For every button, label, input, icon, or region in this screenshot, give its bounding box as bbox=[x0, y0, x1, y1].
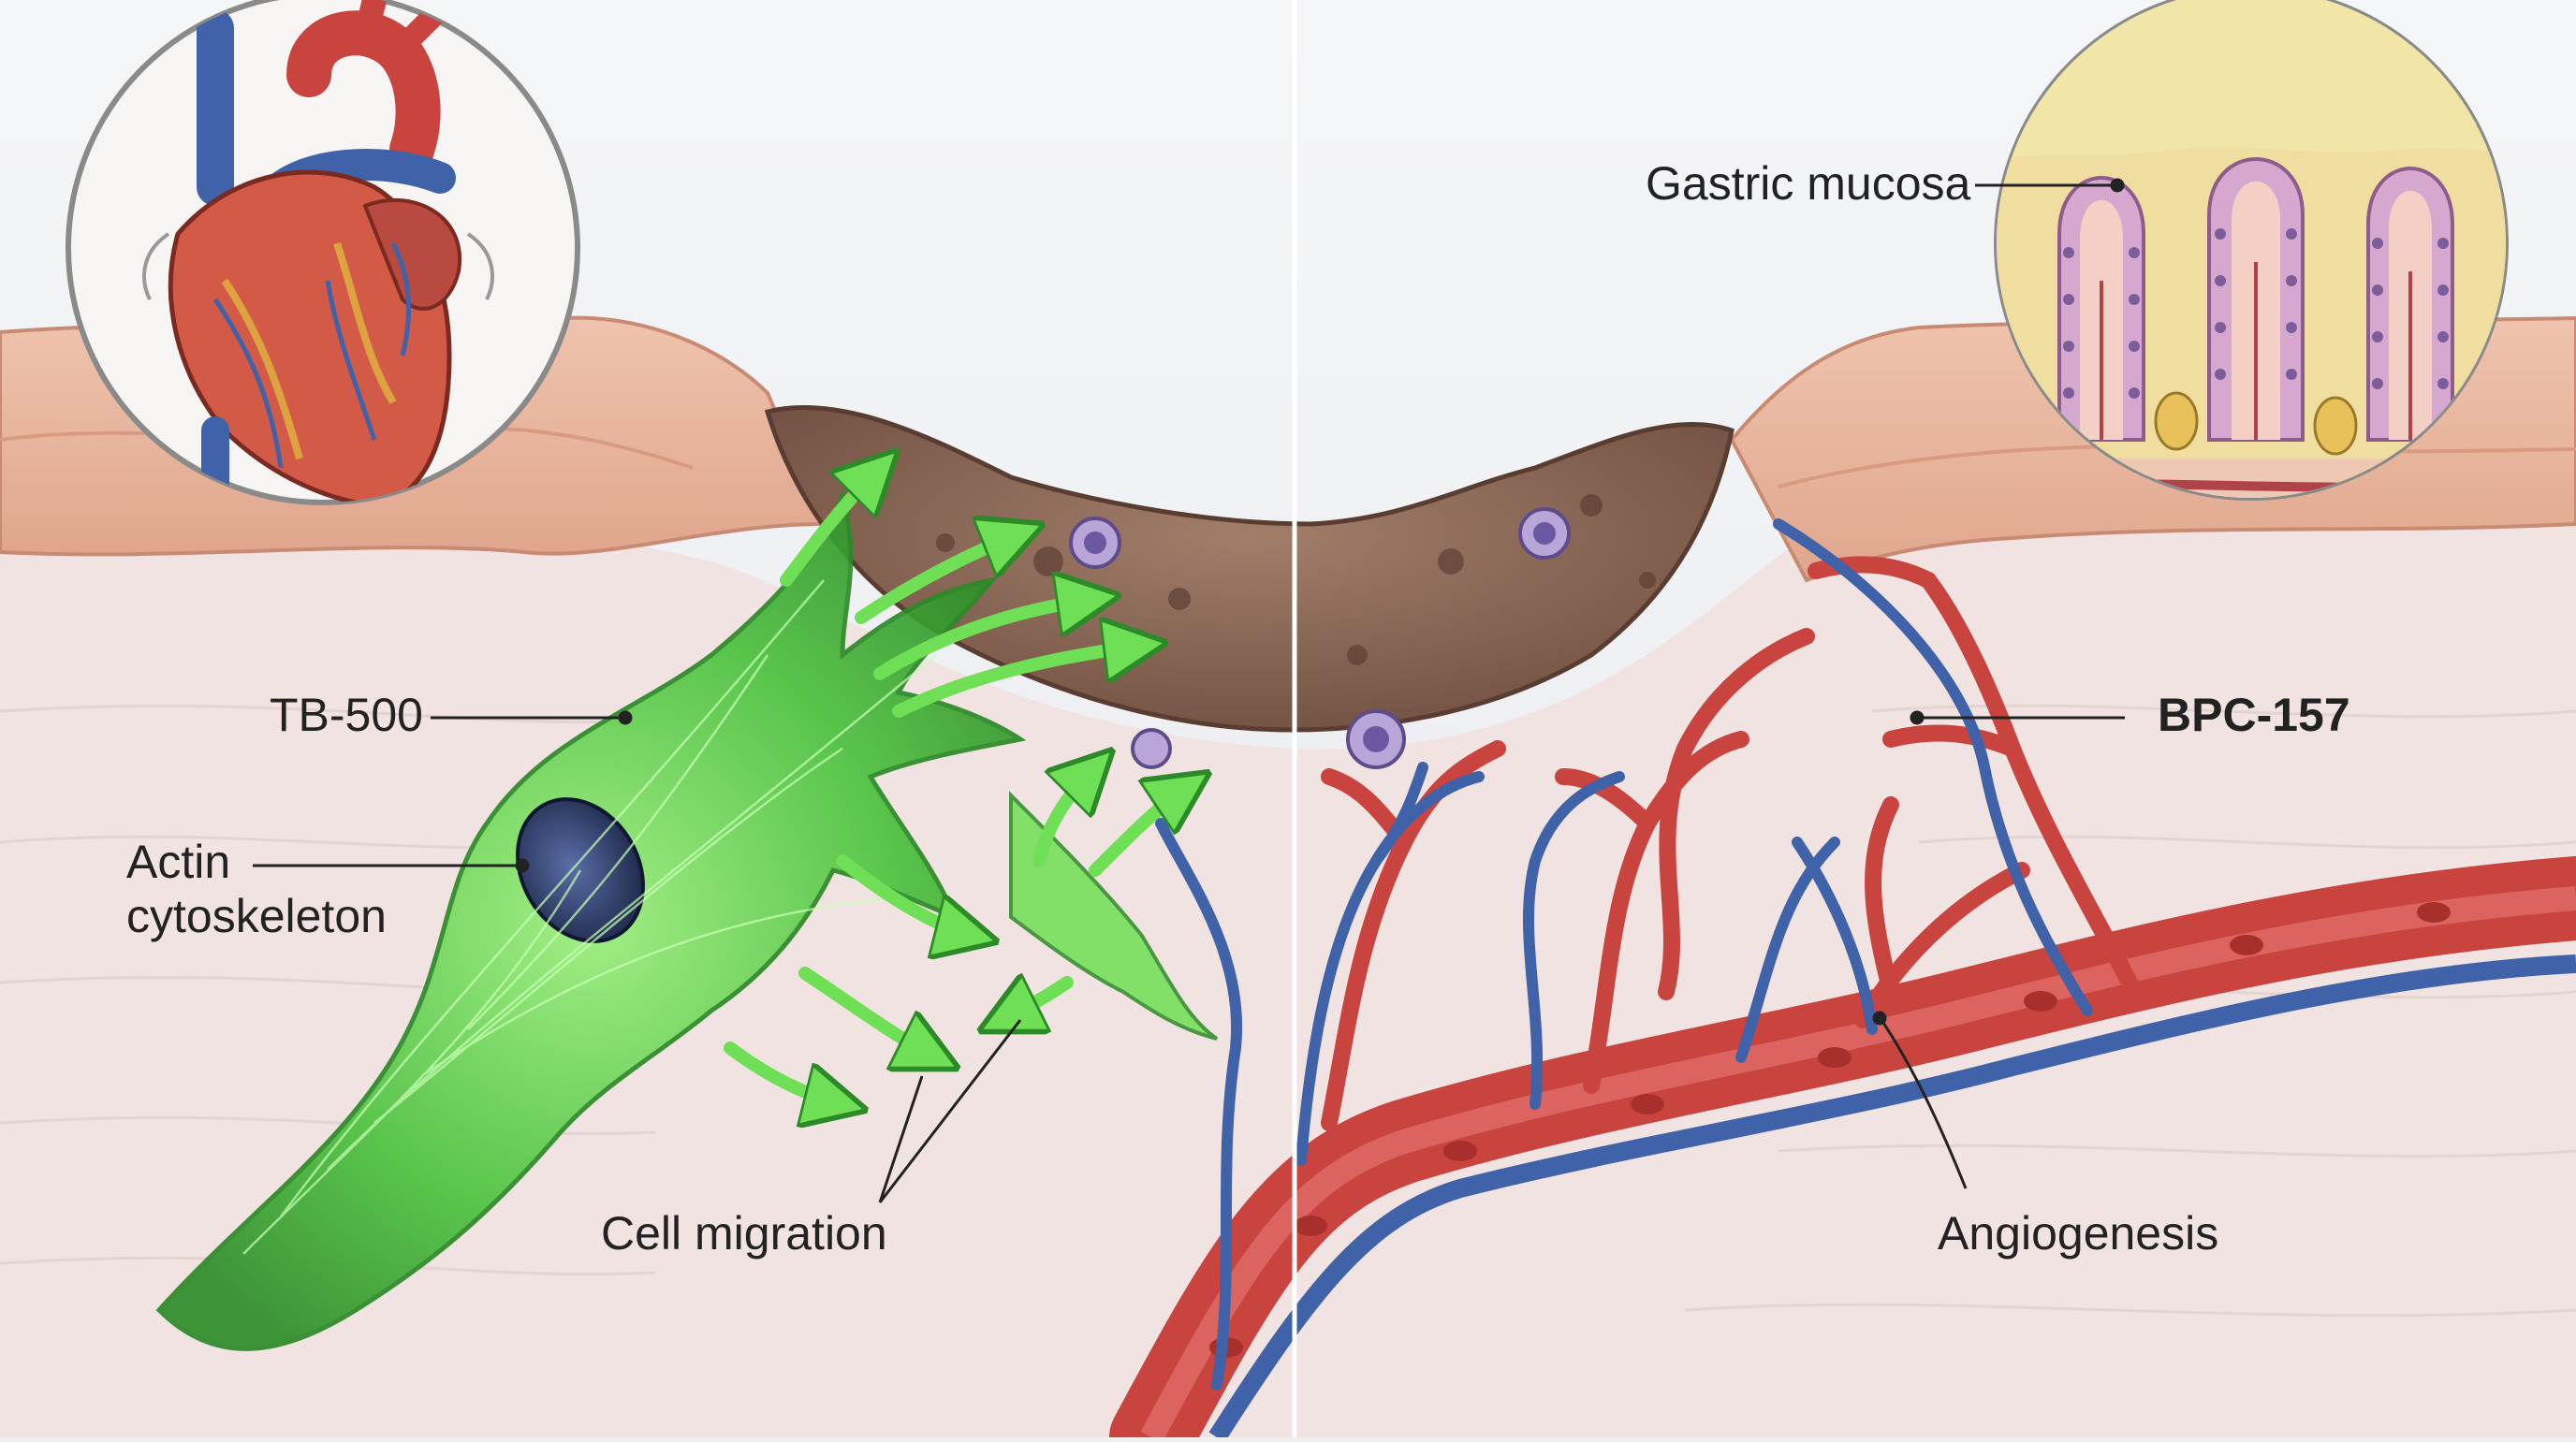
fibroblast-cell-icon bbox=[155, 488, 1219, 1351]
vein bbox=[1208, 954, 2576, 1442]
red-blood-cells bbox=[1209, 902, 2451, 1358]
immune-cells bbox=[1069, 507, 1571, 769]
migration-arrow-icon bbox=[724, 468, 1189, 1104]
wound-tissue bbox=[764, 405, 1734, 733]
actin-filaments bbox=[242, 579, 937, 1255]
leader-lines bbox=[253, 178, 2125, 1203]
angiogenesis-vessels bbox=[1155, 518, 2143, 1391]
dermis-texture bbox=[0, 704, 2576, 1318]
heart-icon bbox=[66, 0, 580, 505]
cell-migration-leader bbox=[878, 1019, 1022, 1203]
angiogenesis-leader bbox=[1880, 1019, 1968, 1189]
gastric-mucosa-inset-icon bbox=[1994, 0, 2509, 501]
